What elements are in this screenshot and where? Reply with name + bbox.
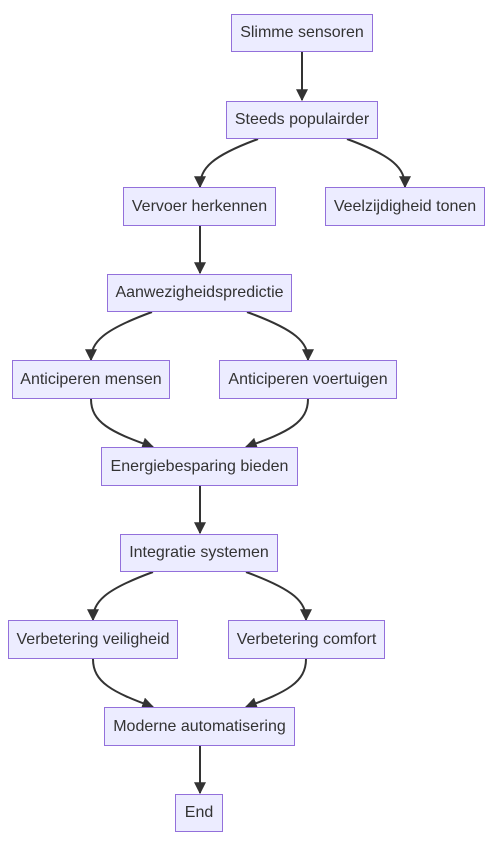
node-moderne-automatisering: Moderne automatisering — [104, 707, 295, 746]
edge-verbetering-comfort-to-moderne-automatisering — [244, 658, 307, 709]
node-slimme-sensoren: Slimme sensoren — [231, 14, 373, 52]
node-anticiperen-voertuigen: Anticiperen voertuigen — [219, 360, 397, 399]
node-energiebesparing-bieden: Energiebesparing bieden — [101, 447, 298, 486]
edge-aanwezigheidspredictie-to-anticiperen-mensen — [85, 311, 153, 362]
edge-aanwezigheidspredictie-to-anticiperen-voertuigen — [246, 311, 314, 362]
edge-integratie-systemen-to-verbetering-comfort — [245, 571, 312, 622]
node-verbetering-comfort: Verbetering comfort — [228, 620, 385, 659]
edge-verbetering-veiligheid-to-moderne-automatisering — [92, 658, 155, 709]
edge-anticiperen-voertuigen-to-energiebesparing-bieden — [244, 398, 309, 450]
node-integratie-systemen: Integratie systemen — [120, 534, 278, 572]
node-end: End — [175, 794, 223, 832]
node-aanwezigheidspredictie: Aanwezigheidspredictie — [107, 274, 292, 312]
node-veelzijdigheid-tonen: Veelzijdigheid tonen — [325, 187, 485, 226]
edge-integratie-systemen-to-verbetering-veiligheid — [87, 571, 154, 622]
edge-steeds-populairder-to-veelzijdigheid-tonen — [346, 138, 411, 189]
node-anticiperen-mensen: Anticiperen mensen — [12, 360, 170, 399]
node-verbetering-veiligheid: Verbetering veiligheid — [8, 620, 178, 659]
edge-anticiperen-mensen-to-energiebesparing-bieden — [90, 398, 155, 450]
edge-steeds-populairder-to-vervoer-herkennen — [194, 138, 259, 189]
node-vervoer-herkennen: Vervoer herkennen — [123, 187, 276, 226]
node-steeds-populairder: Steeds populairder — [226, 101, 378, 139]
